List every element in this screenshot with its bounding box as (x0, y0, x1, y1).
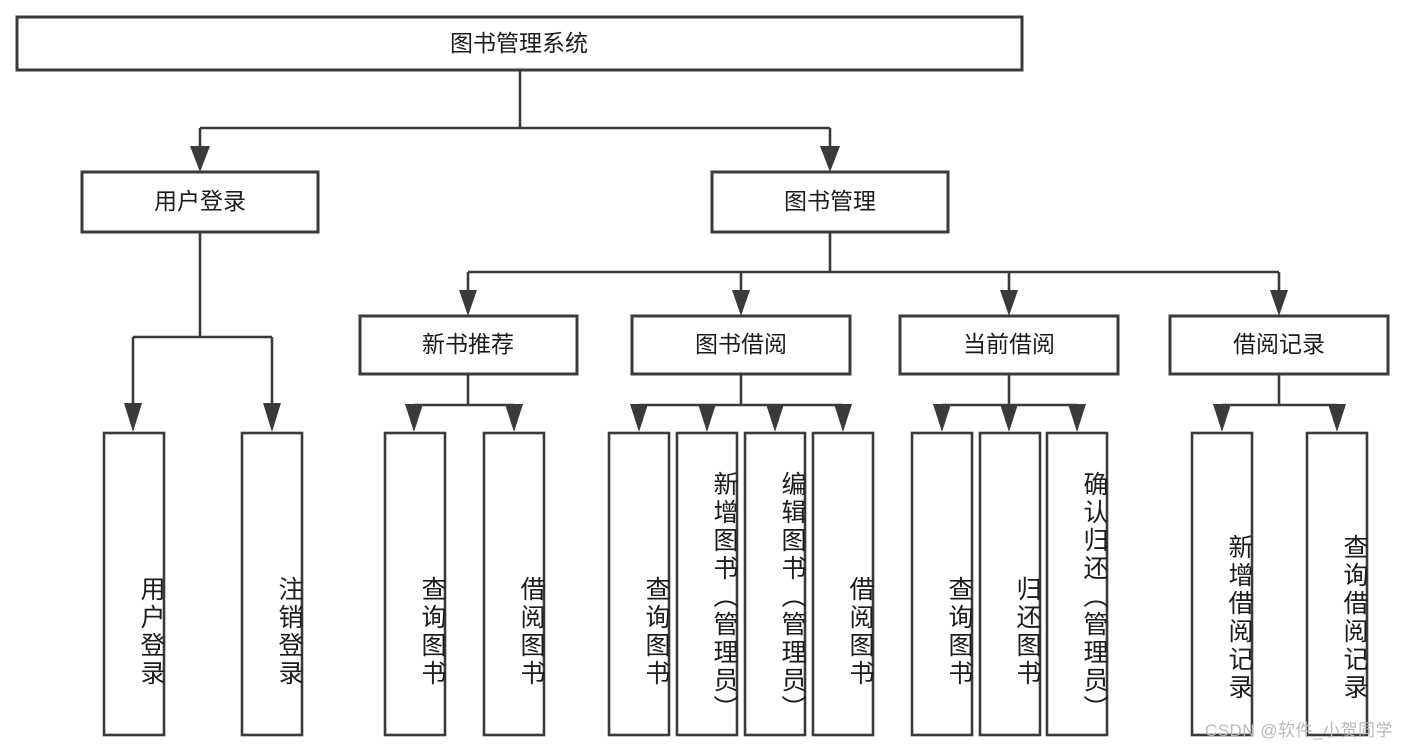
node-root-box[interactable] (15, 15, 1024, 72)
leaf-box-logout-login[interactable] (240, 431, 304, 737)
arrow-head-leaf-add-book (698, 404, 716, 432)
arrow-head-newbook (459, 290, 477, 316)
leaf-box-edit-book[interactable] (743, 431, 807, 737)
arrow-head-leaf-edit-book (766, 404, 784, 432)
node-current-borrow[interactable]: 当前借阅 (898, 314, 1120, 376)
arrow-head-leaf-query-book-1 (405, 404, 423, 432)
leaf-label-confirm-return: 确认归还（管理员） (1080, 470, 1108, 723)
arrow-head-leaf-confirm-return (1068, 404, 1086, 432)
arrow-head-leaf-borrow-book-2 (834, 404, 852, 432)
arrow-head-leaf-borrow-book-1 (505, 404, 523, 432)
arrow-head-bookmanage (820, 146, 840, 172)
leaf-box-query-book-1[interactable] (383, 431, 447, 737)
arrow-head-leaf-query-book-2 (630, 404, 648, 432)
connector-group-borrowrecord-leaves (1213, 374, 1346, 432)
leaf-box-query-record[interactable] (1305, 431, 1369, 737)
node-book-manage[interactable]: 图书管理 (710, 170, 950, 234)
leaf-box-borrow-book-1[interactable] (482, 431, 546, 737)
arrow-head-bookborrow (732, 290, 750, 316)
node-root-label: 图书管理系统 (450, 30, 588, 56)
node-new-book-rec[interactable]: 新书推荐 (358, 314, 579, 376)
leaf-label-add-record: 新增借阅记录 (1225, 533, 1253, 702)
leaf-box-add-record[interactable] (1190, 431, 1254, 737)
arrow-head-leaf-return-book (1000, 404, 1018, 432)
node-book-borrow-label: 图书借阅 (695, 331, 787, 357)
node-borrow-record[interactable]: 借阅记录 (1168, 314, 1390, 376)
arrow-head-userlogin (190, 146, 210, 172)
node-book-borrow[interactable]: 图书借阅 (630, 314, 852, 376)
leaf-box-query-book-2[interactable] (607, 431, 671, 737)
node-book-borrow-box[interactable] (630, 314, 852, 376)
leaf-label-query-book-1: 查询图书 (418, 575, 446, 688)
leaf-label-user-login: 用户登录 (137, 575, 165, 688)
leaf-label-query-record: 查询借阅记录 (1340, 533, 1368, 702)
leaf-label-borrow-book-1: 借阅图书 (517, 575, 545, 688)
leaf-label-return-book: 归还图书 (1013, 575, 1041, 688)
leaf-label-query-book-3: 查询图书 (945, 575, 973, 688)
leaf-box-borrow-book-2[interactable] (811, 431, 875, 737)
connector-group-bookborrow-leaves (630, 374, 852, 432)
arrow-head-leaf-add-record (1213, 404, 1231, 432)
node-root[interactable]: 图书管理系统 (15, 15, 1024, 72)
arrow-head-leaf-query-book-3 (933, 404, 951, 432)
leaf-label-borrow-book-2: 借阅图书 (846, 575, 874, 688)
leaf-label-edit-book: 编辑图书（管理员） (778, 470, 806, 723)
arrow-head-leaf-user-login (124, 403, 142, 432)
leaf-box-return-book[interactable] (978, 431, 1042, 737)
arrow-head-borrowrecord (1270, 290, 1288, 316)
connector-group-newbook-leaves (405, 374, 523, 432)
node-user-login[interactable]: 用户登录 (80, 170, 320, 234)
node-user-login-label: 用户登录 (154, 188, 246, 214)
connector-group-bookmanage (459, 232, 1288, 316)
leaf-box-confirm-return[interactable] (1045, 431, 1109, 737)
node-borrow-record-label: 借阅记录 (1233, 331, 1325, 357)
node-current-borrow-label: 当前借阅 (963, 331, 1055, 357)
leaf-box-user-login[interactable] (102, 431, 166, 737)
leaf-label-query-book-2: 查询图书 (642, 575, 670, 688)
node-new-book-rec-label: 新书推荐 (422, 331, 514, 357)
arrow-head-leaf-logout-login (263, 403, 281, 432)
connector-group-userlogin (124, 232, 281, 432)
node-borrow-record-box[interactable] (1168, 314, 1390, 376)
arrow-head-currentborrow (1000, 290, 1018, 316)
node-new-book-rec-box[interactable] (358, 314, 579, 376)
leaf-label-add-book: 新增图书（管理员） (710, 470, 738, 723)
node-book-manage-box[interactable] (710, 170, 950, 234)
leaf-label-logout-login: 注销登录 (275, 575, 303, 688)
leaf-box-query-book-3[interactable] (910, 431, 974, 737)
node-book-manage-label: 图书管理 (784, 188, 876, 214)
node-user-login-box[interactable] (80, 170, 320, 234)
arrow-head-leaf-query-record (1328, 404, 1346, 432)
connector-group-root (190, 70, 840, 172)
csdn-watermark: CSDN @软件_小贺同学 (1204, 721, 1393, 740)
connector-group-currentborrow-leaves (933, 374, 1086, 432)
leaf-box-add-book[interactable] (675, 431, 739, 737)
node-current-borrow-box[interactable] (898, 314, 1120, 376)
leaf-box-group (102, 431, 1369, 737)
